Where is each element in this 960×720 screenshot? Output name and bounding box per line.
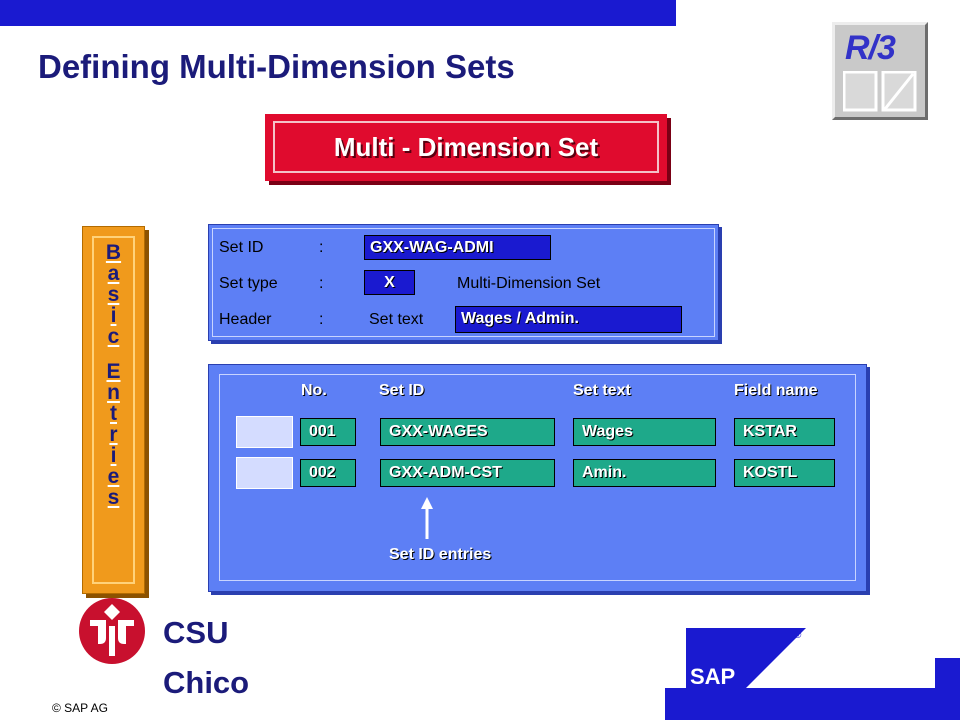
set-id-entries-annotation: Set ID entries	[389, 546, 492, 563]
row-no-cell[interactable]: 002	[300, 459, 356, 487]
sap-logo: SAP ®	[686, 628, 806, 688]
side-letter: r	[109, 423, 118, 446]
side-letter: i	[110, 444, 117, 467]
colon: :	[319, 239, 324, 256]
side-letter: s	[107, 486, 120, 509]
side-letter: E	[106, 360, 121, 383]
org-name-line1: CSU	[163, 615, 229, 650]
top-accent-bar	[0, 0, 676, 26]
basic-entries-tab: B a s i c E n t r i e s	[82, 226, 145, 594]
side-letter: e	[107, 465, 120, 488]
corner-accent-bar	[935, 658, 960, 720]
row-no-cell[interactable]: 001	[300, 418, 356, 446]
column-header-field-name: Field name	[734, 382, 818, 399]
r3-logo: R/3	[832, 22, 928, 120]
slide-title: Defining Multi-Dimension Sets	[38, 48, 515, 85]
banner: Multi - Dimension Set	[265, 114, 667, 181]
row-field-name-cell[interactable]: KOSTL	[734, 459, 835, 487]
row-field-name-cell[interactable]: KSTAR	[734, 418, 835, 446]
banner-text: Multi - Dimension Set	[333, 131, 599, 162]
row-selector[interactable]	[236, 416, 293, 448]
colon: :	[319, 275, 324, 292]
row-set-text-cell[interactable]: Amin.	[573, 459, 716, 487]
side-letter: a	[107, 262, 120, 285]
side-letter: B	[105, 241, 122, 264]
set-type-label: Set type	[219, 275, 278, 292]
column-header-set-text: Set text	[573, 382, 631, 399]
colon: :	[319, 311, 324, 328]
side-letter: c	[107, 325, 120, 348]
set-text-field[interactable]: Wages / Admin.	[455, 306, 682, 333]
registered-mark: ®	[794, 630, 802, 641]
side-letter: i	[110, 304, 117, 327]
side-letter: n	[107, 381, 120, 404]
row-set-id-cell[interactable]: GXX-WAGES	[380, 418, 555, 446]
row-selector[interactable]	[236, 457, 293, 489]
r3-grid-icon	[843, 71, 917, 112]
set-type-field[interactable]: X	[364, 270, 415, 295]
set-text-label: Set text	[369, 311, 424, 328]
sap-logo-text: SAP	[690, 664, 735, 688]
side-letter: t	[110, 402, 117, 425]
column-header-no: No.	[301, 382, 327, 399]
header-label: Header	[219, 311, 272, 328]
row-set-id-cell[interactable]: GXX-ADM-CST	[380, 459, 555, 487]
row-set-text-cell[interactable]: Wages	[573, 418, 716, 446]
copyright: © SAP AG	[52, 701, 108, 715]
set-header-panel: Set ID : GXX-WAG-ADMI Set type : X Multi…	[208, 224, 719, 341]
set-id-label: Set ID	[219, 239, 264, 256]
corner-accent-bar	[665, 688, 960, 720]
set-entries-panel: No. Set ID Set text Field name 001 GXX-W…	[208, 364, 867, 592]
arrow-up-icon	[421, 497, 433, 539]
org-name: CSU Chico	[163, 608, 249, 708]
org-name-line2: Chico	[163, 665, 250, 700]
column-header-set-id: Set ID	[379, 382, 425, 399]
r3-logo-text: R/3	[845, 29, 896, 67]
set-type-description: Multi-Dimension Set	[457, 275, 601, 292]
side-letter: s	[107, 283, 120, 306]
csu-chico-logo	[79, 598, 145, 664]
set-id-field[interactable]: GXX-WAG-ADMI	[364, 235, 551, 260]
